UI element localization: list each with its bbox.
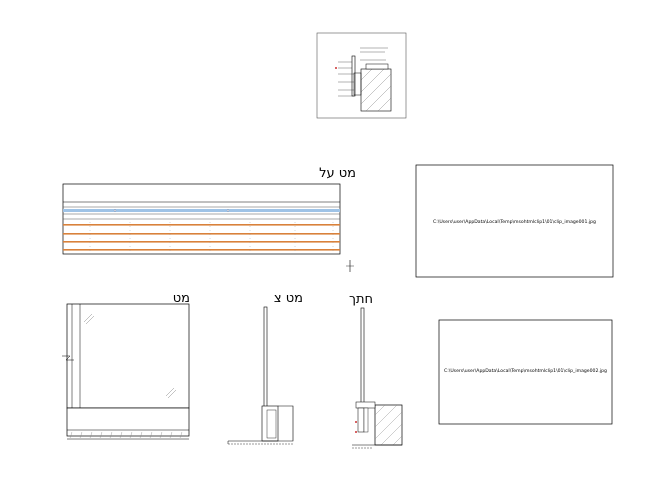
section-view: חתך: [349, 292, 403, 449]
section-view-label: חתך: [349, 292, 373, 307]
glass-band: [63, 209, 340, 212]
top-view-label: מט על: [319, 166, 356, 181]
side-view-label: מט צ: [274, 291, 303, 306]
image-placeholder-2: C:\Users\user\AppData\Local\Temp\msohtml…: [438, 319, 613, 425]
side-view: מט צ: [227, 291, 303, 445]
profile-bands: [63, 224, 340, 251]
detail-thumbnail: [316, 32, 407, 119]
concrete-hatch: [374, 404, 403, 446]
image-path-2: C:\Users\user\AppData\Local\Temp\msohtml…: [444, 368, 607, 374]
front-view-label: מט: [173, 291, 190, 306]
front-view: מט: [62, 291, 190, 440]
image-path-1: C:\Users\user\AppData\Local\Temp\msohtml…: [433, 219, 596, 225]
top-view: מט על: [62, 166, 356, 272]
image-placeholder-1: C:\Users\user\AppData\Local\Temp\msohtml…: [415, 164, 614, 278]
